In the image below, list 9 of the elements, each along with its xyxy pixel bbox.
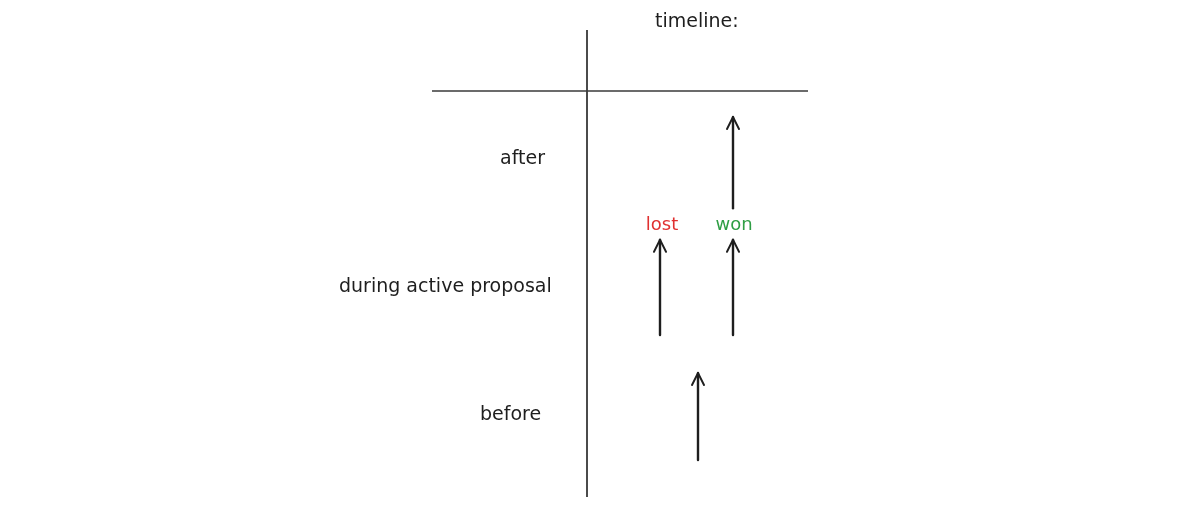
outcome-label: lost — [643, 208, 681, 240]
row-label: after — [500, 145, 545, 169]
row-label: during active proposal — [339, 273, 552, 297]
arrow — [726, 238, 740, 337]
column-header: timeline: — [655, 8, 739, 32]
arrow — [653, 238, 667, 337]
row-label: before — [480, 401, 542, 425]
outcome-label: won — [713, 208, 755, 240]
arrow — [726, 115, 740, 210]
